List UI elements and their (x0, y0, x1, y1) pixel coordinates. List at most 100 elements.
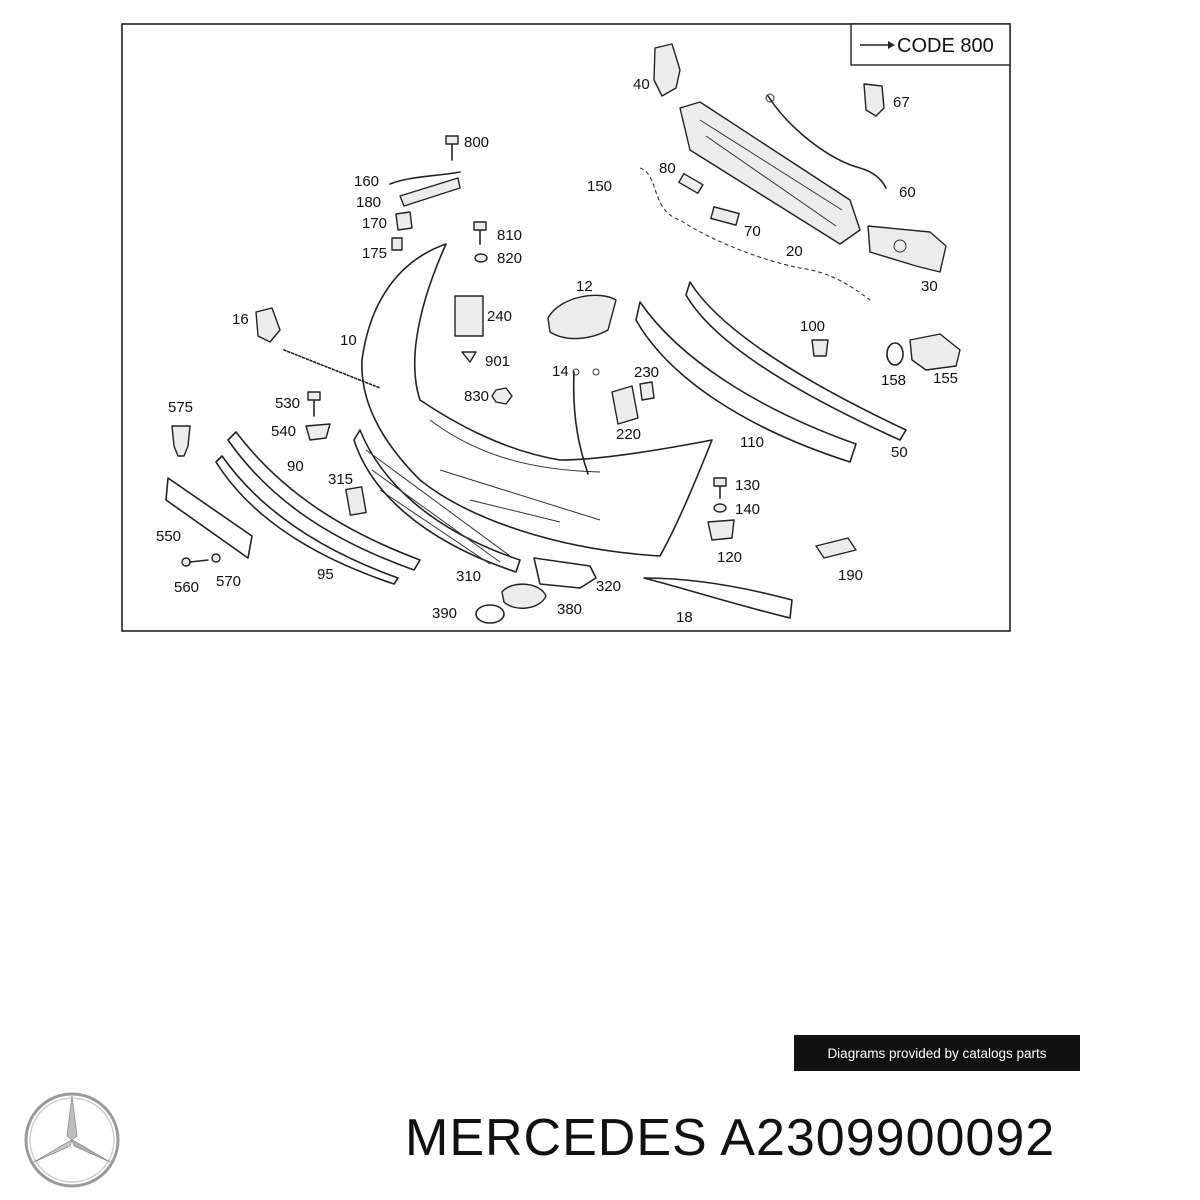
part-40-bracket[interactable] (653, 43, 681, 97)
code-box: CODE 800 (850, 23, 1011, 66)
part-80-piece[interactable] (678, 172, 704, 195)
callout-30: 30 (921, 278, 938, 295)
part-110-strip[interactable] (635, 301, 857, 463)
callout-820: 820 (497, 250, 522, 267)
part-175-clip[interactable] (391, 237, 403, 251)
parts-diagram: CODE 800 (121, 23, 1011, 632)
callout-800: 800 (464, 134, 489, 151)
code-box-label: CODE 800 (897, 35, 994, 57)
part-60-hose[interactable] (767, 95, 887, 189)
callout-830: 830 (464, 388, 489, 405)
arrow-right-icon (888, 41, 895, 49)
part-190-clip[interactable] (815, 537, 857, 559)
callout-160: 160 (354, 173, 379, 190)
callout-575: 575 (168, 399, 193, 416)
part-67-clip[interactable] (863, 83, 885, 117)
callout-20: 20 (786, 243, 803, 260)
mercedes-star-icon (24, 1092, 120, 1188)
callout-18: 18 (676, 609, 693, 626)
part-10-bumper-cover[interactable] (361, 243, 713, 557)
callout-67: 67 (893, 94, 910, 111)
part-170-clip[interactable] (395, 211, 413, 231)
part-100-clip[interactable] (811, 339, 829, 357)
part-820-washer[interactable] (474, 253, 488, 263)
callout-320: 320 (596, 578, 621, 595)
part-18-trim[interactable] (643, 577, 793, 619)
watermark-text: Diagrams provided by catalogs parts (827, 1045, 1047, 1061)
part-315-reflector[interactable] (345, 486, 367, 516)
part-230-clip[interactable] (639, 381, 655, 401)
callout-315: 315 (328, 471, 353, 488)
part-14-hose[interactable] (572, 371, 589, 475)
callout-190: 190 (838, 567, 863, 584)
callout-540: 540 (271, 423, 296, 440)
part-800-bolt[interactable] (445, 135, 459, 161)
part-70-piece[interactable] (710, 206, 740, 226)
part-130-bolt[interactable] (713, 477, 727, 499)
callout-175: 175 (362, 245, 387, 262)
callout-530: 530 (275, 395, 300, 412)
callout-180: 180 (356, 194, 381, 211)
callout-40: 40 (633, 76, 650, 93)
watermark-banner: Diagrams provided by catalogs parts (794, 1035, 1080, 1071)
part-530-bolt[interactable] (307, 391, 321, 417)
callout-150: 150 (587, 178, 612, 195)
callout-60: 60 (899, 184, 916, 201)
part-140-washer[interactable] (713, 503, 727, 513)
part-540-clip[interactable] (305, 423, 331, 441)
callout-380: 380 (557, 601, 582, 618)
callout-230: 230 (634, 364, 659, 381)
part-570-nut[interactable] (211, 553, 221, 563)
callout-90: 90 (287, 458, 304, 475)
part-240-module[interactable] (454, 295, 484, 337)
part-20-absorber[interactable] (679, 101, 861, 245)
part-50-bracket[interactable] (685, 281, 907, 441)
part-830-nut[interactable] (491, 387, 513, 405)
part-575-clip[interactable] (171, 425, 191, 457)
callout-570: 570 (216, 573, 241, 590)
callout-240: 240 (487, 308, 512, 325)
part-30-end-piece[interactable] (867, 225, 947, 273)
callout-155: 155 (933, 370, 958, 387)
part-90-trim[interactable] (227, 431, 421, 571)
callout-130: 130 (735, 477, 760, 494)
callout-14: 14 (552, 363, 569, 380)
part-390-ring[interactable] (475, 604, 505, 624)
part-560-screw[interactable] (181, 557, 209, 567)
callout-95: 95 (317, 566, 334, 583)
callout-310: 310 (456, 568, 481, 585)
part-16-cap[interactable] (255, 307, 281, 343)
part-810-bolt[interactable] (473, 221, 487, 245)
part-150-harness[interactable] (639, 167, 871, 301)
callout-16: 16 (232, 311, 249, 328)
callout-170: 170 (362, 215, 387, 232)
callout-158: 158 (881, 372, 906, 389)
part-12-cover[interactable] (547, 294, 617, 340)
callout-550: 550 (156, 528, 181, 545)
callout-390: 390 (432, 605, 457, 622)
callout-810: 810 (497, 227, 522, 244)
callout-901: 901 (485, 353, 510, 370)
part-160-trim[interactable] (389, 171, 461, 185)
part-155-sensor[interactable] (909, 333, 961, 371)
part-180-bracket[interactable] (399, 177, 461, 207)
part-120-bracket[interactable] (707, 519, 735, 541)
callout-110: 110 (740, 434, 764, 451)
part-310-grille[interactable] (353, 429, 521, 573)
part-380-fog-ring[interactable] (501, 583, 547, 609)
callout-50: 50 (891, 444, 908, 461)
callout-100: 100 (800, 318, 825, 335)
part-220-bracket[interactable] (611, 385, 639, 425)
part-901-screw[interactable] (461, 351, 477, 363)
part-158-ring[interactable] (886, 342, 904, 366)
callout-70: 70 (744, 223, 761, 240)
brand-part-number: MERCEDES A2309900092 (405, 1109, 1056, 1167)
callout-560: 560 (174, 579, 199, 596)
callout-120: 120 (717, 549, 742, 566)
callout-140: 140 (735, 501, 760, 518)
part-550-plate-holder[interactable] (165, 477, 253, 559)
callout-80: 80 (659, 160, 676, 177)
callout-220: 220 (616, 426, 641, 443)
part-320-fog-frame[interactable] (533, 557, 597, 589)
part-95-trim[interactable] (215, 455, 399, 585)
